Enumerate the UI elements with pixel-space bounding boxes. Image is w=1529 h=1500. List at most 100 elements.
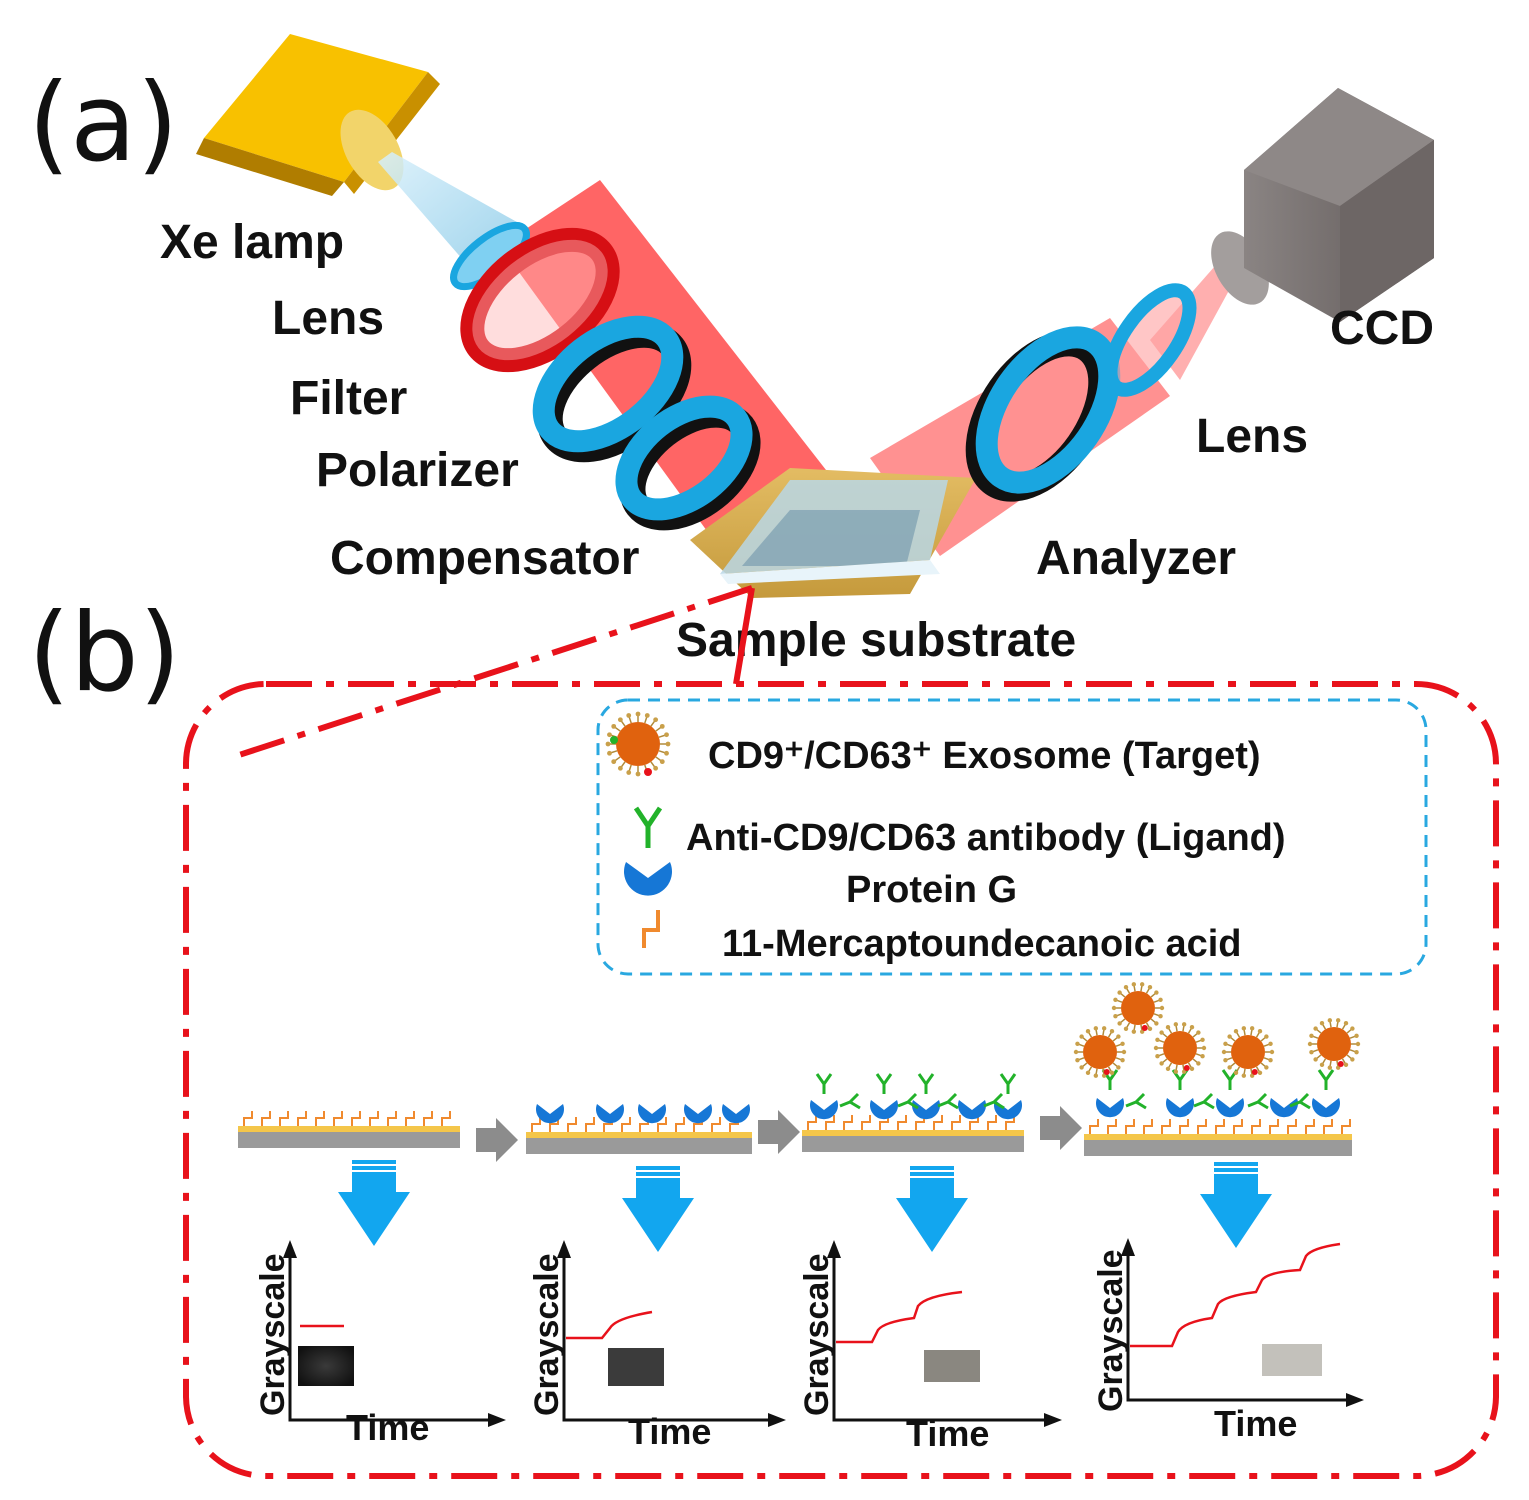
plot-4-ylabel: Grayscale: [1092, 1249, 1130, 1412]
plot-3-xlabel: Time: [906, 1413, 989, 1454]
free-antibody: [1125, 1092, 1147, 1110]
lens-out-icon: [1103, 283, 1197, 397]
acid-linker: [675, 1117, 685, 1132]
plot-4: Grayscale Time: [1092, 1238, 1364, 1444]
acid-linker: [585, 1117, 595, 1132]
plot-3: Grayscale Time: [798, 1240, 1062, 1454]
acid-linker: [1089, 1119, 1099, 1134]
down-arrow-1: [338, 1160, 410, 1246]
panel-a-tag: (a): [28, 61, 178, 186]
antibody: [1317, 1069, 1335, 1090]
analyzer-label: Analyzer: [1036, 532, 1236, 585]
stage-3-surface: [802, 1073, 1024, 1152]
polarizer-icon: [532, 315, 692, 463]
legend-acid: 11-Mercaptoundecanoic acid: [722, 923, 1242, 965]
acid-linker: [951, 1115, 961, 1130]
plot-1-xlabel: Time: [346, 1407, 429, 1448]
compensator-icon: [615, 395, 761, 531]
free-antibody: [983, 1092, 1005, 1110]
acid-linker: [243, 1111, 253, 1126]
protein-g: [1270, 1098, 1298, 1118]
protein-g: [722, 1104, 750, 1124]
plot-2-ylabel: Grayscale: [528, 1253, 566, 1416]
acid-linker: [1305, 1119, 1315, 1134]
acid-linker: [1251, 1119, 1261, 1134]
free-antibody: [897, 1092, 919, 1110]
acid-linker: [387, 1111, 397, 1126]
filter-icon: [460, 227, 620, 373]
zoom-connector-2: [733, 587, 755, 685]
antibody: [875, 1073, 893, 1094]
protein-g: [1216, 1098, 1244, 1118]
protein-g: [536, 1104, 564, 1124]
plot-3-ylabel: Grayscale: [798, 1253, 836, 1416]
spot-image-2: [608, 1348, 664, 1386]
xe-lamp-label: Xe lamp: [160, 216, 344, 269]
lens-in-label: Lens: [272, 292, 384, 345]
stage-1-surface: [238, 1111, 460, 1148]
free-antibody: [1193, 1092, 1215, 1110]
free-antibody: [1247, 1092, 1269, 1110]
acid-linker: [807, 1115, 817, 1130]
stage-2-surface: [526, 1104, 752, 1154]
acid-linker: [1341, 1119, 1351, 1134]
acid-linker: [351, 1111, 361, 1126]
exosome: [1307, 1018, 1361, 1070]
plot-1-ylabel: Grayscale: [254, 1253, 292, 1416]
ccd-camera-icon: [1211, 88, 1434, 322]
plot-2-xlabel: Time: [628, 1411, 711, 1452]
free-antibody: [937, 1092, 959, 1110]
acid-linker: [279, 1111, 289, 1126]
sample-substrate-label: Sample substrate: [676, 614, 1076, 667]
antibody: [999, 1073, 1017, 1094]
acid-linker: [825, 1115, 835, 1130]
ccd-label: CCD: [1330, 302, 1434, 355]
free-antibody: [1289, 1092, 1311, 1110]
plot-4-xlabel: Time: [1214, 1403, 1297, 1444]
step-arrow-1: [476, 1118, 518, 1162]
acid-linker: [1197, 1119, 1207, 1134]
acid-linker: [531, 1117, 541, 1132]
acid-linker: [369, 1111, 379, 1126]
protein-g: [870, 1100, 898, 1120]
protein-g: [596, 1104, 624, 1124]
acid-linker: [711, 1117, 721, 1132]
spot-image-1: [298, 1346, 354, 1386]
free-antibody: [839, 1092, 861, 1110]
antibody-icon: [633, 806, 663, 848]
exosome-icon: [605, 711, 671, 777]
acid-linker: [657, 1117, 667, 1132]
acid-linker: [1161, 1119, 1171, 1134]
acid-linker: [405, 1111, 415, 1126]
legend-protein-g: Protein G: [846, 869, 1017, 911]
acid-linker: [261, 1111, 271, 1126]
legend-box: [596, 698, 1428, 976]
acid-linker: [315, 1111, 325, 1126]
down-arrow-4: [1200, 1162, 1272, 1248]
panel-b-tag: (b): [28, 591, 181, 716]
filter-label: Filter: [290, 372, 407, 425]
exosome: [1073, 1026, 1127, 1078]
acid-linker: [423, 1111, 433, 1126]
panel-a: (a): [28, 34, 1434, 667]
down-arrow-3: [896, 1166, 968, 1252]
exosome: [1111, 982, 1165, 1034]
compensator-label: Compensator: [330, 532, 639, 585]
acid-linker: [1323, 1119, 1333, 1134]
protein-g: [1166, 1098, 1195, 1118]
acid-linker: [933, 1115, 943, 1130]
protein-g: [1096, 1098, 1125, 1118]
acid-linker: [297, 1111, 307, 1126]
protein-g: [1312, 1098, 1341, 1118]
acid-linker: [1215, 1119, 1225, 1134]
step-arrow-3: [1040, 1106, 1082, 1150]
polarizer-label: Polarizer: [316, 444, 519, 497]
acid-linker: [1143, 1119, 1153, 1134]
plot-2: Grayscale Time: [528, 1240, 786, 1452]
panel-b: (b) CD9⁺/CD63⁺ Exosome (Target) Anti-CD9…: [28, 585, 1499, 1479]
acid-linker-icon: [642, 910, 660, 948]
acid-linker: [1269, 1119, 1279, 1134]
acid-linker: [897, 1115, 907, 1130]
acid-linker: [843, 1115, 853, 1130]
